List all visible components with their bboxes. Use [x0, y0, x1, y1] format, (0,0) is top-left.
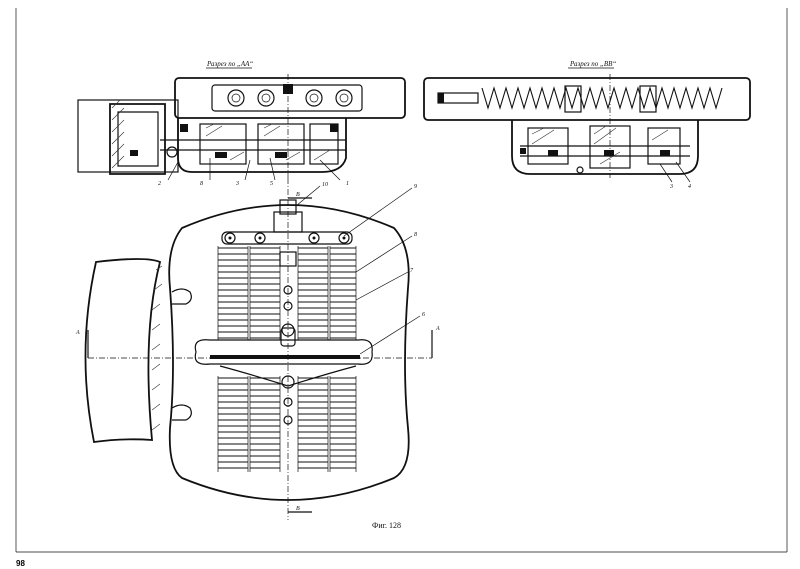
plan-view: А А В В: [75, 178, 440, 520]
callout-plan-6: 6: [422, 312, 425, 318]
cut-b-label-bottom: В: [296, 506, 300, 512]
section-bb-title: Разрез по „ВВ“: [569, 60, 616, 68]
spring-stack-upper: [217, 246, 357, 340]
sheet-frame: [15, 8, 788, 553]
callout-plan-7: 7: [410, 268, 414, 274]
callout-aa-2: 8: [200, 181, 203, 187]
callout-aa-3: 3: [235, 181, 239, 187]
figure-caption: Фиг. 128: [372, 521, 401, 530]
page-number: 98: [16, 559, 25, 568]
callout-plan-8: 8: [414, 232, 417, 238]
cut-a-label-right: А: [435, 326, 440, 332]
cut-b-label-top: В: [296, 192, 300, 198]
callout-bb-1: 3: [669, 184, 673, 190]
spring-stack-lower: [217, 376, 357, 472]
callout-aa-4: 5: [270, 181, 273, 187]
callout-aa-5: 1: [346, 181, 349, 187]
callout-aa-1: 2: [158, 181, 161, 187]
section-bb-view: Разрез по „ВВ“ 3 4: [423, 60, 751, 190]
callout-bb-2: 4: [688, 183, 691, 190]
section-aa-view: Разрез по „АА“: [77, 60, 406, 187]
cut-a-label-left: А: [75, 330, 80, 336]
callout-plan-10: 10: [322, 182, 328, 188]
callout-plan-9: 9: [414, 184, 417, 190]
section-aa-title: Разрез по „АА“: [206, 60, 253, 68]
